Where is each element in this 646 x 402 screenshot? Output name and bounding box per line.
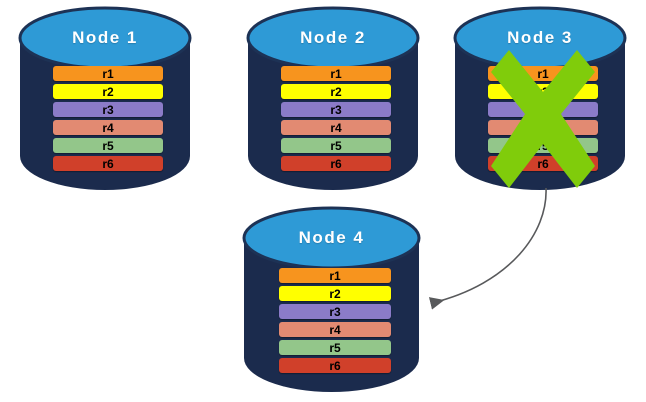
node-3-rows: r1 r2 r3 r4 r5 r6 bbox=[455, 8, 625, 190]
node-2-row-r3[interactable]: r3 bbox=[281, 102, 391, 117]
node-4-row-r5[interactable]: r5 bbox=[279, 340, 391, 355]
node-4-row-r2[interactable]: r2 bbox=[279, 286, 391, 301]
node-4-rows: r1 r2 r3 r4 r5 r6 bbox=[244, 208, 419, 394]
node-2-row-r4[interactable]: r4 bbox=[281, 120, 391, 135]
node-2-row-r6[interactable]: r6 bbox=[281, 156, 391, 171]
node-3-row-r1[interactable]: r1 bbox=[488, 66, 598, 81]
node-1-row-r5[interactable]: r5 bbox=[53, 138, 163, 153]
node-3-row-r2[interactable]: r2 bbox=[488, 84, 598, 99]
node-4-row-r1[interactable]: r1 bbox=[279, 268, 391, 283]
node-1-row-r1[interactable]: r1 bbox=[53, 66, 163, 81]
node-1-row-r2[interactable]: r2 bbox=[53, 84, 163, 99]
node-1-rows: r1 r2 r3 r4 r5 r6 bbox=[20, 8, 190, 190]
node-3-row-r3[interactable]: r3 bbox=[488, 102, 598, 117]
node-3-cylinder[interactable]: Node 3 r1 r2 r3 r4 r5 r6 bbox=[453, 6, 627, 190]
node-2-row-r1[interactable]: r1 bbox=[281, 66, 391, 81]
node-2-cylinder[interactable]: Node 2 r1 r2 r3 r4 r5 r6 bbox=[246, 6, 420, 190]
node-1-row-r4[interactable]: r4 bbox=[53, 120, 163, 135]
node-3-row-r5[interactable]: r5 bbox=[488, 138, 598, 153]
node-4-cylinder[interactable]: Node 4 r1 r2 r3 r4 r5 r6 bbox=[242, 206, 421, 394]
node-4-row-r4[interactable]: r4 bbox=[279, 322, 391, 337]
node-2-rows: r1 r2 r3 r4 r5 r6 bbox=[248, 8, 418, 190]
node-4-row-r6[interactable]: r6 bbox=[279, 358, 391, 373]
node-4-row-r3[interactable]: r3 bbox=[279, 304, 391, 319]
node-1-row-r3[interactable]: r3 bbox=[53, 102, 163, 117]
node-1-row-r6[interactable]: r6 bbox=[53, 156, 163, 171]
node-2-row-r5[interactable]: r5 bbox=[281, 138, 391, 153]
node-3-row-r4[interactable]: r4 bbox=[488, 120, 598, 135]
node-2-row-r2[interactable]: r2 bbox=[281, 84, 391, 99]
node-3-row-r6[interactable]: r6 bbox=[488, 156, 598, 171]
node-1-cylinder[interactable]: Node 1 r1 r2 r3 r4 r5 r6 bbox=[18, 6, 192, 190]
